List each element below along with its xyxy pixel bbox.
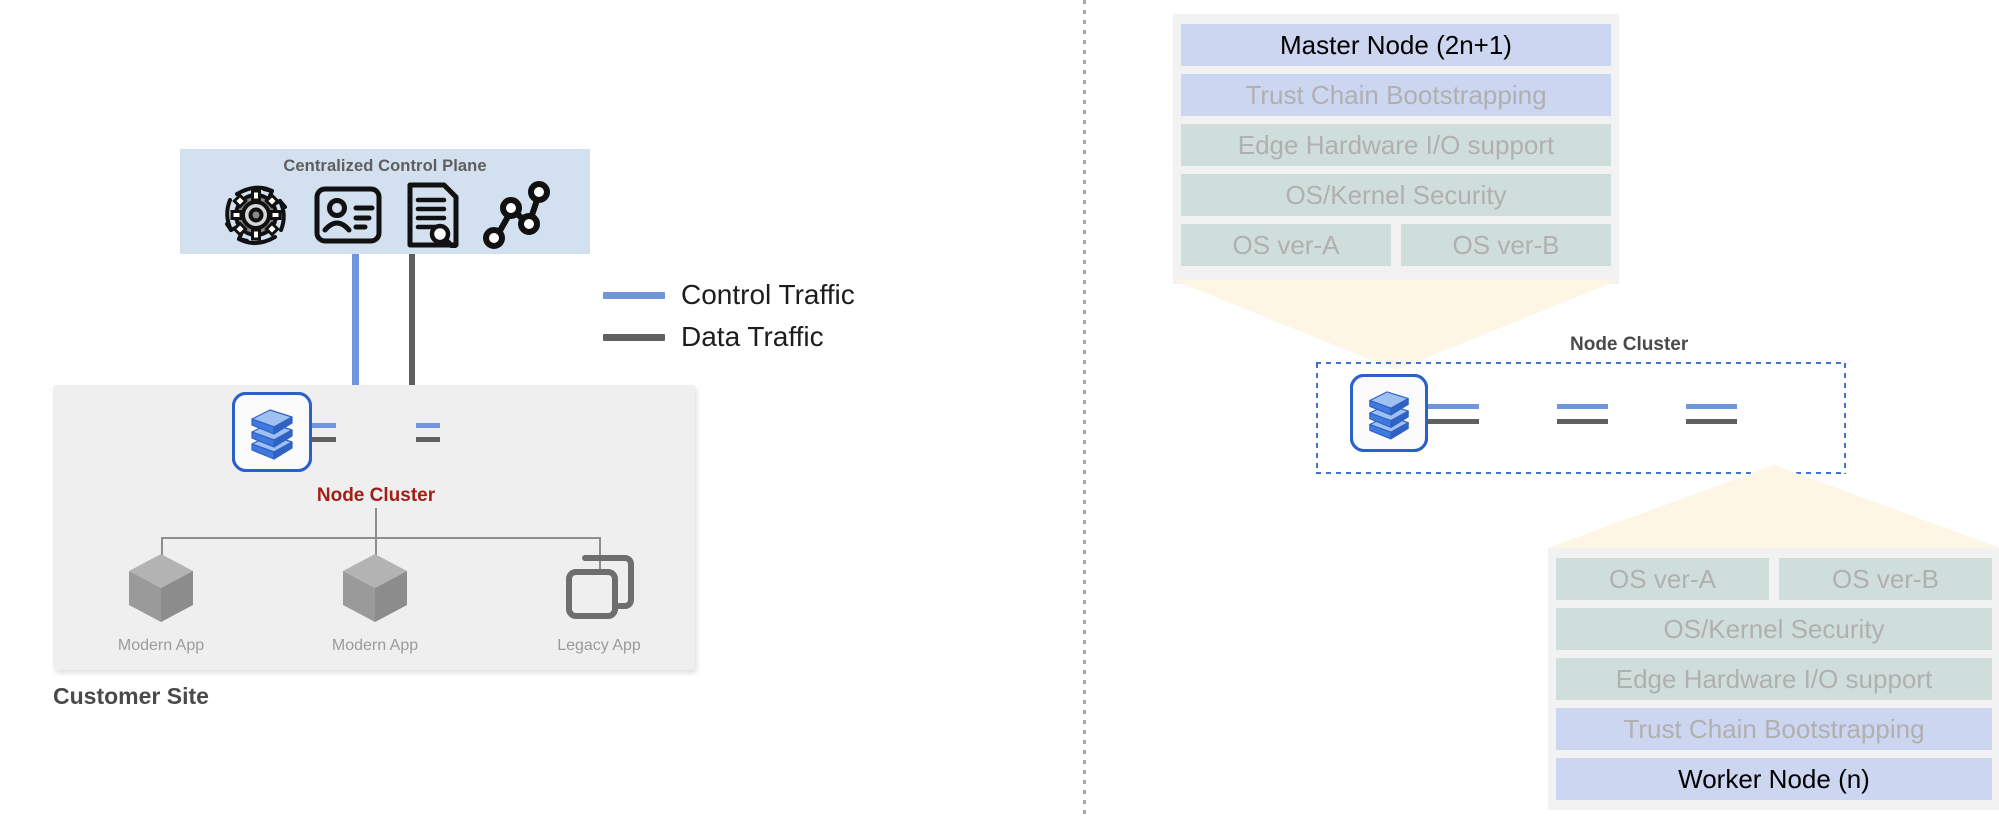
master-layer-os-ver-a: OS ver-A [1181,224,1391,266]
worker-layer-trust-chain: Trust Chain Bootstrapping [1556,708,1992,750]
cube-icon [129,554,193,622]
master-node-stack: Master Node (2n+1) Trust Chain Bootstrap… [1173,14,1619,284]
right-node-cluster-label: Node Cluster [1570,334,1689,355]
data-traffic-line [409,254,415,400]
app-label: Modern App [331,637,419,654]
network-graph-icon [482,181,550,249]
node-link-control-3 [1686,404,1737,409]
worker-layer-os-ver-a: OS ver-A [1556,558,1769,600]
node-link-data-1 [1428,419,1479,424]
identity-card-icon [314,186,382,244]
tree-connector-bar [161,537,600,539]
legend-label-control-traffic: Control Traffic [681,279,855,310]
master-layer-os-ver-b: OS ver-B [1401,224,1611,266]
right-node-cluster [1350,374,1815,462]
legend-item-control-traffic: Control Traffic [603,274,855,316]
worker-node-stack: OS ver-A OS ver-B OS/Kernel Security Edg… [1548,548,1999,810]
worker-layer-os-kernel-security: OS/Kernel Security [1556,608,1992,650]
app-label: Legacy App [557,637,641,654]
server-stack-icon [251,409,293,460]
node-icon-box[interactable] [232,392,312,472]
server-stack-icon [1369,391,1409,440]
worker-node-title-bar: Worker Node (n) [1556,758,1992,800]
node-link-data-2 [1557,419,1608,424]
node-icon-box[interactable] [1350,374,1428,452]
control-traffic-line [352,254,359,400]
worker-layer-os-ver-b: OS ver-B [1779,558,1992,600]
audit-document-search-icon [404,182,460,248]
cube-icon [343,554,407,622]
control-traffic-swatch [603,291,665,299]
stacked-windows-icon [566,555,634,619]
node-link-control-1 [1428,404,1479,409]
node-link-data-2 [416,437,440,442]
customer-node-cluster [232,392,520,472]
tree-connector-drop [161,537,163,571]
master-os-row: OS ver-A OS ver-B [1181,224,1611,266]
master-layer-edge-hardware: Edge Hardware I/O support [1181,124,1611,166]
customer-node-cluster-label: Node Cluster [316,485,436,506]
legend-label-data-traffic: Data Traffic [681,321,824,352]
master-to-cluster-funnel [1173,280,1619,370]
node-link-control-2 [1557,404,1608,409]
app-node-modern-1: Modern App [86,546,236,655]
tree-connector-stem [375,508,377,538]
node-link-data-1 [312,437,336,442]
node-link-control-1 [312,423,336,428]
legend-item-data-traffic: Data Traffic [603,316,855,358]
master-layer-os-kernel-security: OS/Kernel Security [1181,174,1611,216]
app-node-legacy: Legacy App [524,546,674,655]
cluster-to-worker-funnel [1548,465,1999,548]
worker-layer-edge-hardware: Edge Hardware I/O support [1556,658,1992,700]
traffic-legend: Control Traffic Data Traffic [603,274,855,358]
lifecycle-gear-icon [220,182,292,248]
panel-divider [1083,0,1086,816]
centralized-control-plane-panel: Centralized Control Plane [180,149,590,254]
master-node-title-bar: Master Node (2n+1) [1181,24,1611,66]
control-plane-title: Centralized Control Plane [283,157,487,175]
node-link-data-3 [1686,419,1737,424]
tree-connector-drop [599,537,601,571]
data-traffic-swatch [603,333,665,341]
app-node-modern-2: Modern App [300,546,450,655]
control-plane-icon-row [180,179,590,251]
worker-os-row: OS ver-A OS ver-B [1556,558,1992,600]
customer-site-panel [53,385,695,670]
node-link-control-2 [416,423,440,428]
app-label: Modern App [117,637,205,654]
master-layer-trust-chain: Trust Chain Bootstrapping [1181,74,1611,116]
tree-connector-drop [375,537,377,571]
customer-site-label: Customer Site [53,683,209,709]
